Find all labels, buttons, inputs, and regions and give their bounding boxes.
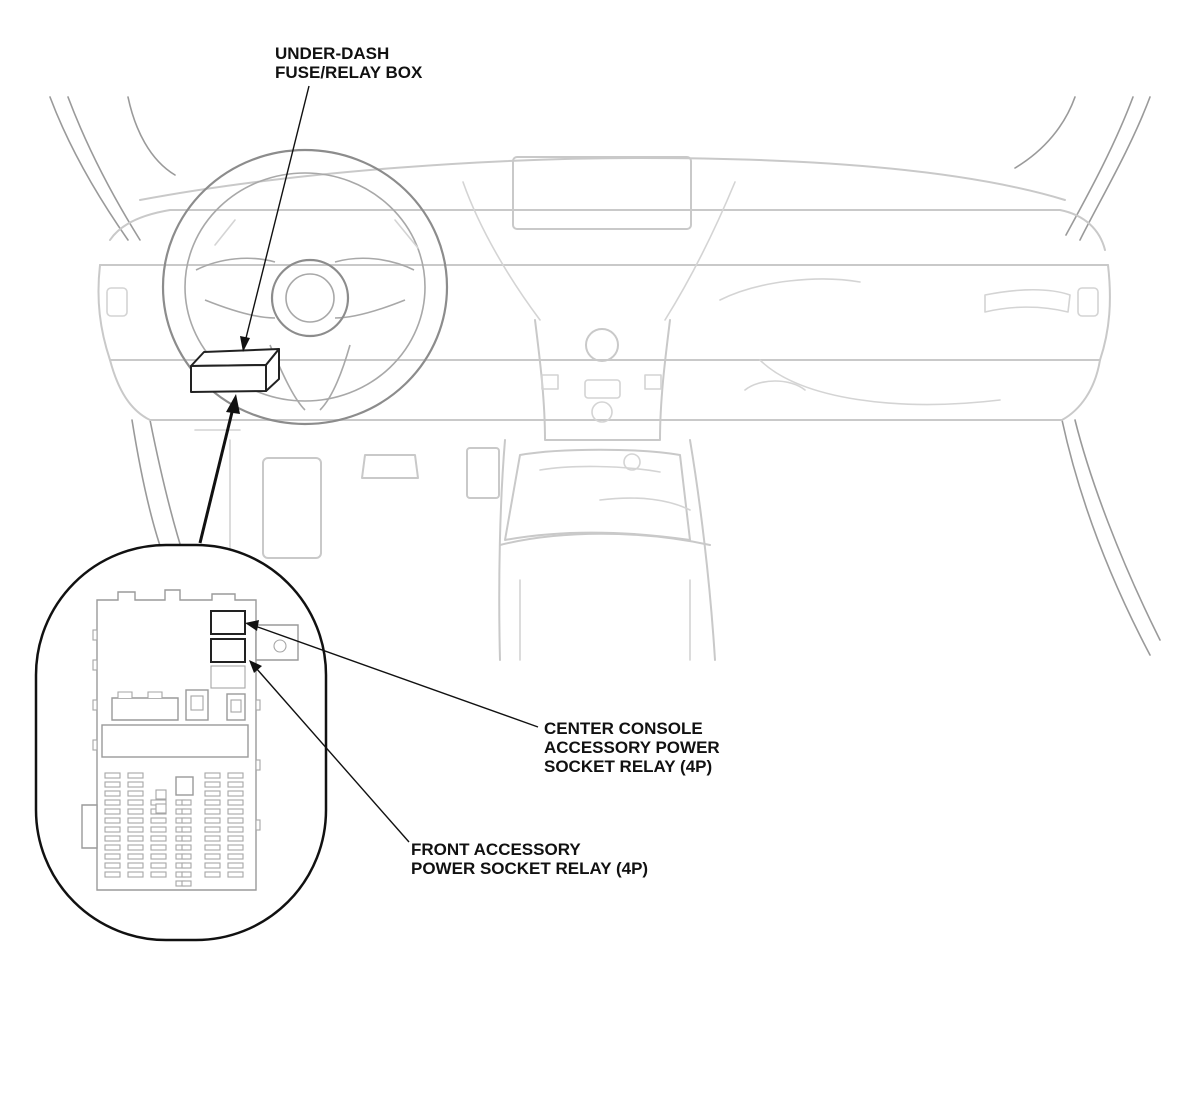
fuse-slot-mini <box>181 844 192 851</box>
leader-under-dash <box>240 85 310 352</box>
arrowhead-zoom <box>226 394 240 414</box>
label-front-accessory-line-1: FRONT ACCESSORY <box>411 840 581 859</box>
fuse-slot <box>227 844 244 851</box>
fuse-slot <box>204 790 221 797</box>
fuse-slot <box>204 835 221 842</box>
fuse-slot <box>104 853 121 860</box>
under-dash-fuse-box-block <box>190 348 280 393</box>
label-under-dash-line-1: UNDER-DASH <box>275 44 390 63</box>
label-under-dash-fuse-relay-box: UNDER-DASH FUSE/RELAY BOX <box>275 44 422 82</box>
fuse-slot-mini <box>181 799 192 806</box>
fuse-slot <box>204 781 221 788</box>
fuse-slot-mini <box>181 862 192 869</box>
fuse-slot <box>104 790 121 797</box>
fuse-grid <box>104 772 244 887</box>
steering-wheel <box>161 148 449 426</box>
fuse-slot <box>150 853 167 860</box>
fuse-slot <box>204 772 221 779</box>
label-front-accessory-relay: FRONT ACCESSORY POWER SOCKET RELAY (4P) <box>411 840 648 878</box>
fuse-slot <box>104 835 121 842</box>
fuse-slot-mini <box>181 853 192 860</box>
fuse-slot <box>227 871 244 878</box>
fuse-slot <box>104 781 121 788</box>
fuse-slot <box>204 844 221 851</box>
fuse-slot-mini <box>181 808 192 815</box>
fuse-slot-mini <box>181 826 192 833</box>
fuse-slot <box>204 862 221 869</box>
fuse-slot <box>127 871 144 878</box>
fuse-slot <box>150 826 167 833</box>
fuse-slot <box>227 817 244 824</box>
console-and-pedals <box>194 429 716 661</box>
fuse-slot <box>127 808 144 815</box>
fuse-slot-mini <box>181 871 192 878</box>
fuse-slot <box>150 835 167 842</box>
fuse-slot <box>204 817 221 824</box>
fuse-slot <box>227 790 244 797</box>
a-pillars <box>49 96 1161 656</box>
fuse-slot <box>127 799 144 806</box>
fuse-slot-mini <box>181 835 192 842</box>
fuse-slot <box>150 871 167 878</box>
label-center-console-line-2: ACCESSORY POWER <box>544 738 720 757</box>
fuse-slot <box>227 835 244 842</box>
fuse-slot <box>204 871 221 878</box>
fuse-slot <box>204 808 221 815</box>
fuse-slot <box>204 826 221 833</box>
fuse-slot <box>227 826 244 833</box>
fuse-slot <box>104 799 121 806</box>
relay-center-console <box>210 610 246 635</box>
fuse-slot-square <box>155 803 167 814</box>
fuse-slot <box>104 808 121 815</box>
fuse-slot <box>127 772 144 779</box>
arrowhead-center-console <box>245 620 259 631</box>
label-under-dash-line-2: FUSE/RELAY BOX <box>275 63 423 82</box>
fuse-slot <box>227 853 244 860</box>
fuse-slot <box>127 853 144 860</box>
arrowhead-under-dash <box>240 336 250 352</box>
fuse-slot <box>127 844 144 851</box>
fuse-slot <box>104 844 121 851</box>
fuse-slot <box>104 817 121 824</box>
fuse-slot-mini <box>181 880 192 887</box>
label-front-accessory-line-2: POWER SOCKET RELAY (4P) <box>411 859 649 878</box>
arrowhead-front-accessory <box>249 660 262 673</box>
leader-relays <box>245 620 539 843</box>
fuse-slot <box>104 772 121 779</box>
fuse-slot <box>127 862 144 869</box>
fuse-slot <box>104 826 121 833</box>
label-center-console-line-1: CENTER CONSOLE <box>544 719 703 738</box>
dashboard-outline <box>97 156 1111 441</box>
fuse-slot <box>204 853 221 860</box>
fuse-slot <box>104 871 121 878</box>
fuse-slot-square <box>155 789 167 800</box>
label-center-console-line-3: SOCKET RELAY (4P) <box>544 757 713 776</box>
fuse-slot <box>227 808 244 815</box>
fuse-slot <box>150 844 167 851</box>
fuse-slot <box>127 817 144 824</box>
fuse-slot <box>127 790 144 797</box>
zoom-detail <box>34 543 328 942</box>
fuse-slot <box>127 835 144 842</box>
leader-zoom <box>198 394 240 544</box>
relay-front-accessory <box>210 638 246 663</box>
fuse-slot <box>204 799 221 806</box>
fuse-slot <box>227 772 244 779</box>
fuse-slot <box>150 862 167 869</box>
fuse-slot <box>127 826 144 833</box>
label-center-console-relay: CENTER CONSOLE ACCESSORY POWER SOCKET RE… <box>544 719 720 776</box>
fuse-slot <box>227 781 244 788</box>
fuse-slot <box>127 781 144 788</box>
fuse-slot-mini <box>181 817 192 824</box>
fuse-slot <box>104 862 121 869</box>
fuse-slot <box>227 799 244 806</box>
fuse-slot <box>227 862 244 869</box>
fuse-slot <box>150 817 167 824</box>
